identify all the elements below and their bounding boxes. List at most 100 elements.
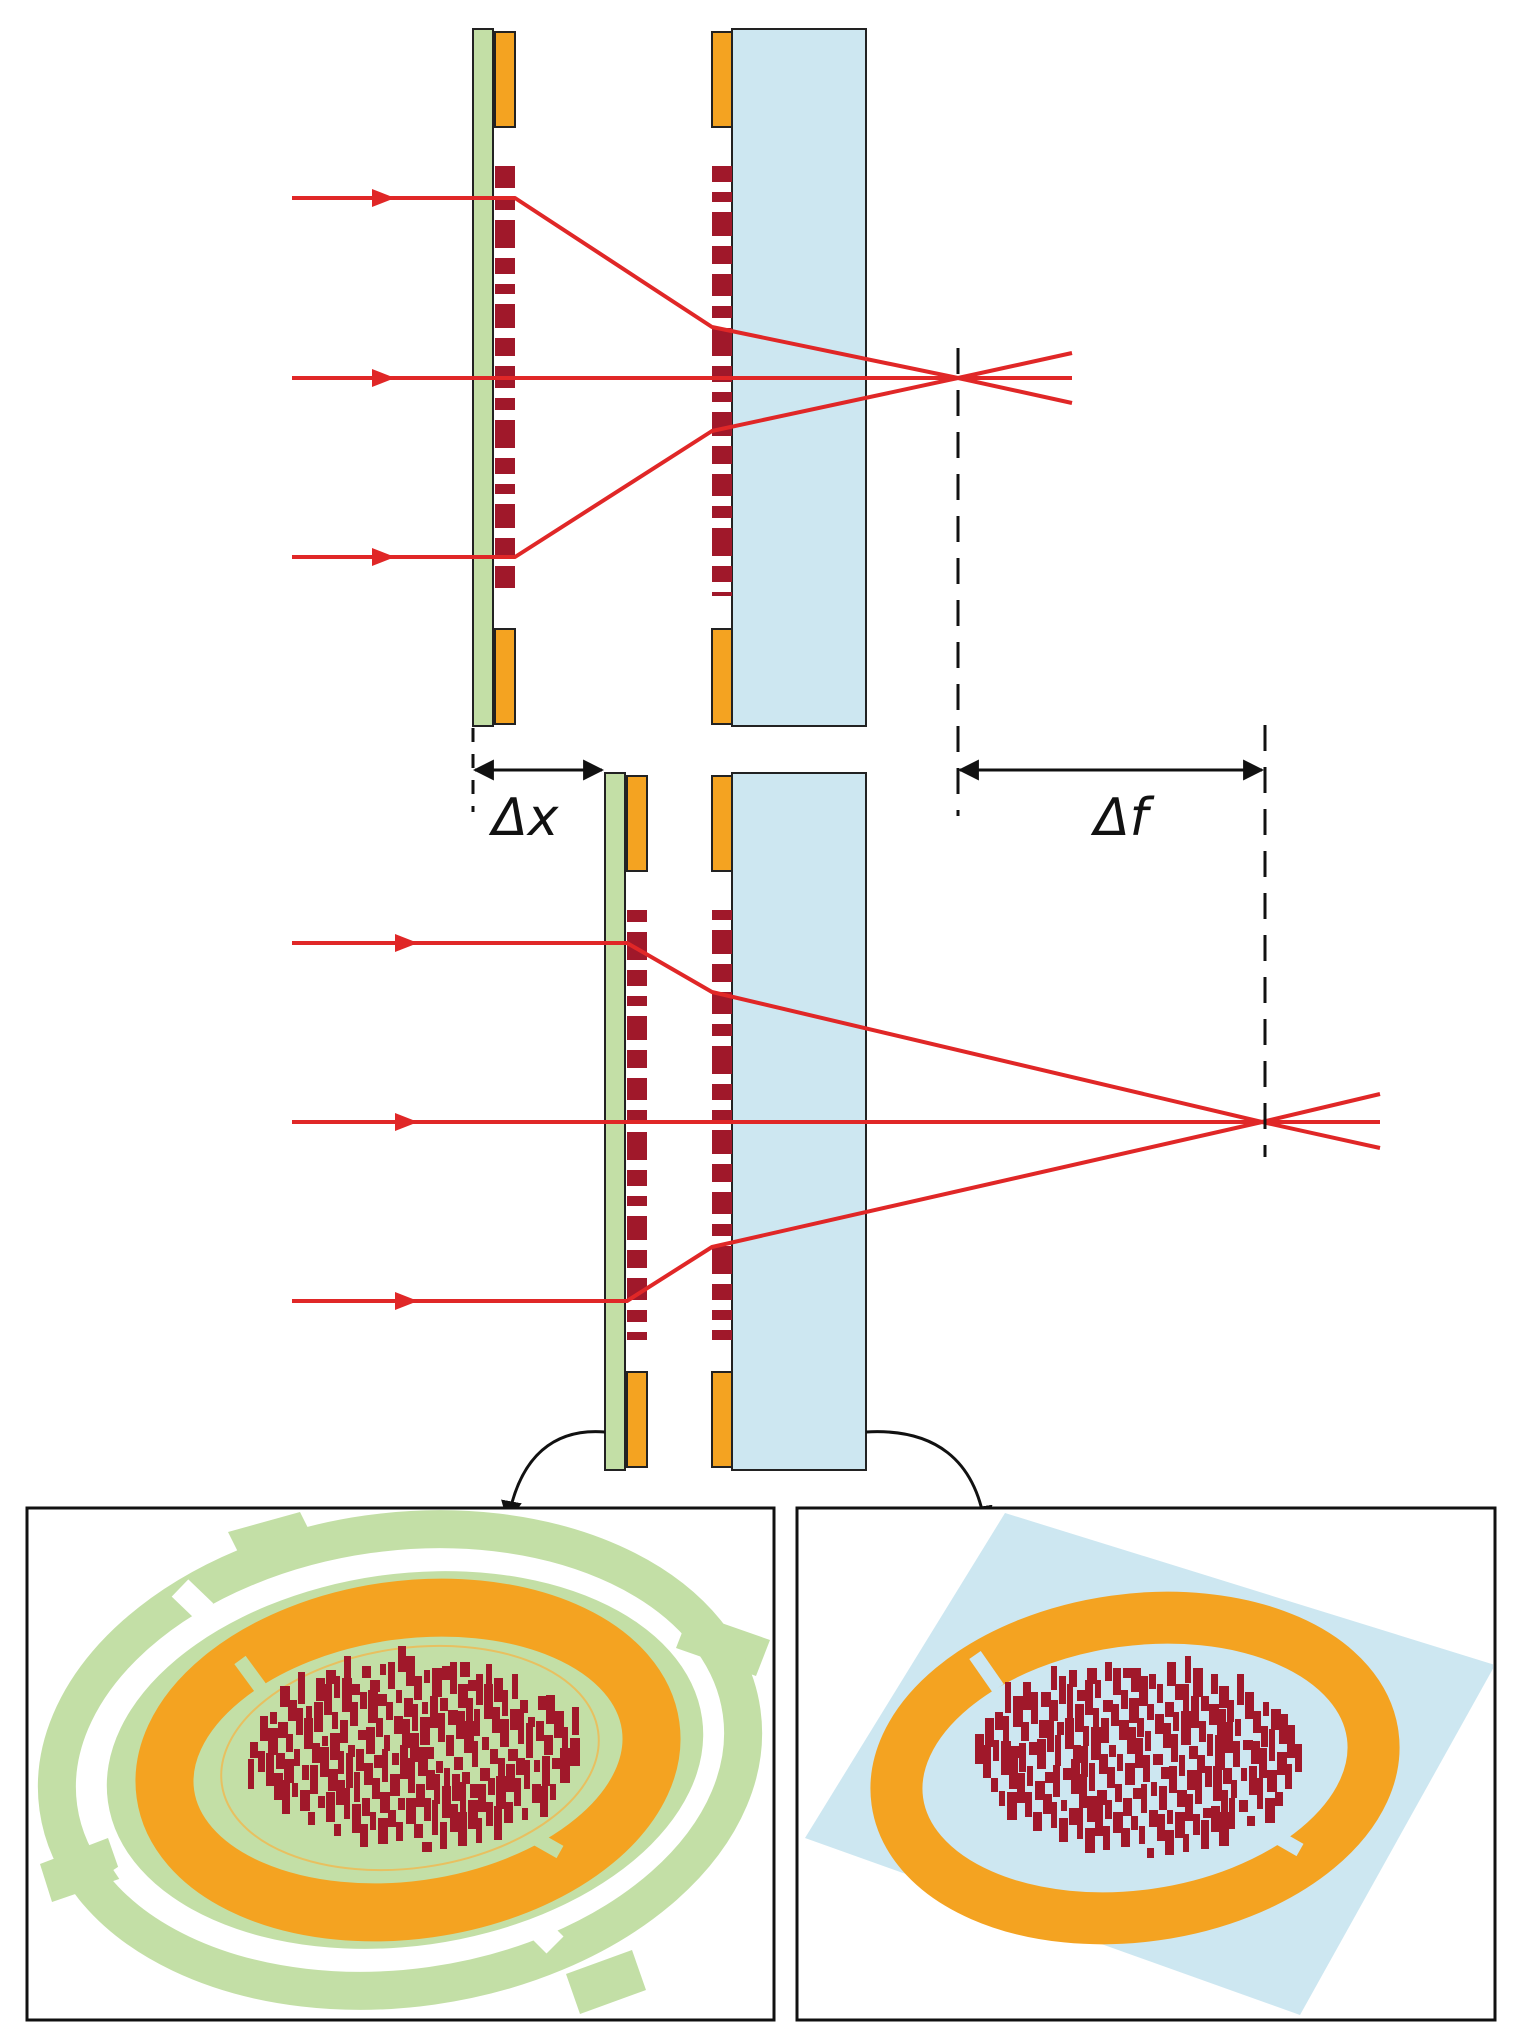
nano-pillar (1093, 1708, 1099, 1729)
nano-pillar (1243, 1740, 1253, 1750)
nano-pillar (1007, 1792, 1017, 1820)
nano-pillar (416, 1784, 425, 1807)
nano-pillar (1213, 1766, 1222, 1801)
nano-pillar (1123, 1668, 1132, 1678)
nano-pillar (712, 1130, 732, 1154)
nano-pillar (1137, 1718, 1144, 1737)
nano-pillar (1219, 1812, 1229, 1846)
nano-pillar (1103, 1826, 1110, 1850)
nano-pillar (436, 1761, 443, 1773)
nano-pillar (486, 1664, 492, 1688)
nano-pillar (328, 1769, 338, 1791)
bottom-moving-metasurface (627, 910, 647, 1340)
nano-pillar (276, 1753, 285, 1769)
nano-pillar (360, 1824, 368, 1847)
nano-pillar (1121, 1690, 1128, 1709)
nano-pillar (458, 1812, 467, 1846)
nano-pillar (1163, 1723, 1171, 1748)
nano-pillar (1153, 1754, 1163, 1765)
nano-pillar (1121, 1828, 1130, 1847)
nano-pillar (534, 1760, 540, 1772)
nano-pillar (430, 1696, 438, 1728)
nano-pillar (627, 1110, 647, 1122)
nano-pillar (350, 1702, 358, 1726)
nano-pillar (1089, 1763, 1095, 1791)
nano-pillar (1263, 1702, 1269, 1716)
nano-pillar (494, 1678, 503, 1702)
nano-pillar (1275, 1792, 1283, 1806)
nano-pillar (372, 1778, 380, 1799)
nano-pillar (542, 1756, 550, 1786)
nano-pillar (486, 1802, 493, 1826)
nano-pillar (1239, 1800, 1248, 1812)
nano-pillar (1119, 1720, 1129, 1740)
nano-pillar (424, 1670, 430, 1683)
inset-right-gold-ring (870, 1591, 1400, 1945)
nano-pillar (536, 1721, 544, 1741)
nano-pillar (712, 506, 732, 518)
nano-pillar (1211, 1806, 1220, 1832)
nano-pillar (482, 1737, 489, 1750)
nano-pillar (388, 1810, 396, 1827)
nano-pillar (495, 504, 515, 528)
nano-pillar (312, 1743, 320, 1763)
nano-pillar (296, 1708, 303, 1735)
inset-fixed-metasurface (795, 1506, 1497, 2022)
nano-pillar (1245, 1692, 1254, 1719)
nano-pillar (712, 1310, 732, 1320)
nano-pillar (420, 1717, 430, 1745)
nano-pillar (1223, 1768, 1232, 1784)
nano-pillar (468, 1800, 478, 1829)
nano-pillar (991, 1778, 998, 1792)
nano-pillar (320, 1747, 329, 1777)
nano-pillar (364, 1763, 373, 1785)
nano-pillar (388, 1662, 395, 1689)
nano-pillar (522, 1808, 528, 1820)
nano-pillar (502, 1690, 508, 1716)
top-moving-gold-upper (494, 31, 516, 128)
nano-pillar (360, 1692, 367, 1709)
nano-pillar (332, 1712, 338, 1729)
nano-pillar (1277, 1752, 1287, 1775)
nano-pillar (422, 1842, 432, 1852)
nano-pillar (1165, 1830, 1174, 1855)
nano-pillar (444, 1768, 450, 1787)
nano-pillar (500, 1719, 509, 1747)
nano-pillar (250, 1742, 258, 1758)
nano-pillar (627, 1250, 647, 1268)
nano-pillar (1227, 1700, 1234, 1722)
nano-pillar (1155, 1714, 1164, 1734)
nano-pillar (1059, 1818, 1068, 1842)
nano-pillar (1269, 1729, 1275, 1761)
nano-pillar (1231, 1780, 1237, 1798)
nano-pillar (1173, 1712, 1179, 1731)
nano-pillar (356, 1749, 364, 1771)
nano-pillar (460, 1662, 470, 1677)
nano-pillar (1147, 1704, 1154, 1720)
nano-pillar (1211, 1674, 1218, 1694)
nano-pillar (712, 1046, 732, 1074)
top-fixed-gold-lower (711, 628, 733, 725)
nano-pillar (627, 1332, 647, 1340)
nano-pillar (1033, 1812, 1042, 1831)
nano-pillar (528, 1717, 535, 1727)
nano-pillar (1207, 1734, 1213, 1756)
nano-pillar (292, 1783, 298, 1797)
nano-pillar (1097, 1790, 1107, 1805)
nano-pillar (1185, 1656, 1191, 1683)
nano-pillar (546, 1695, 555, 1724)
nano-pillar (495, 220, 515, 248)
nano-pillar (983, 1745, 991, 1778)
nano-pillar (1233, 1741, 1240, 1767)
nano-pillar (1145, 1731, 1151, 1751)
nano-pillar (382, 1749, 388, 1782)
nano-pillar (1225, 1722, 1233, 1753)
nano-pillar (995, 1712, 1003, 1730)
nano-pillar (1149, 1674, 1156, 1689)
nano-pillar (1157, 1684, 1163, 1703)
nano-pillar (712, 328, 732, 356)
nano-pillar (627, 1196, 647, 1206)
nano-pillar (495, 458, 515, 474)
bottom-ray-arrowheads (395, 934, 418, 1310)
nano-pillar (712, 1024, 732, 1036)
